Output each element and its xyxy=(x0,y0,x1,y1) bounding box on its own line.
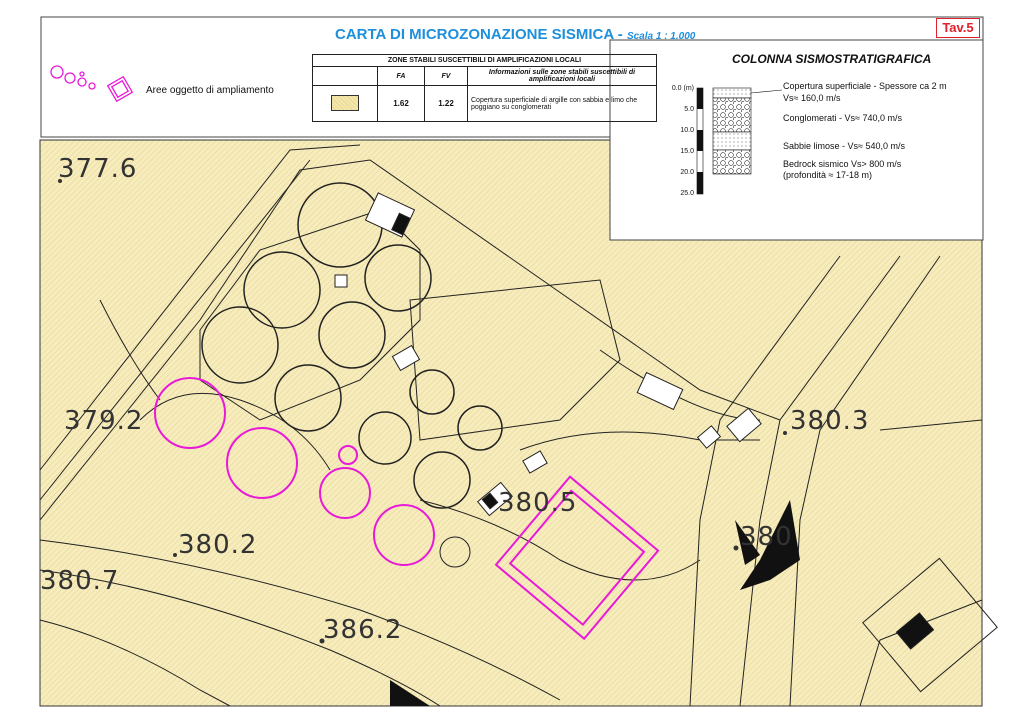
depth-label: 15.0 xyxy=(680,148,694,155)
elevation-label: 380.2 xyxy=(178,530,258,560)
strat-title: COLONNA SISMOSTRATIGRAFICA xyxy=(732,52,932,66)
elevation-label: 377.6 xyxy=(58,154,138,184)
zone-description: Copertura superficiale di argille con sa… xyxy=(467,85,657,122)
layer-silty-sands: Sabbie limose - Vs≈ 540,0 m/s xyxy=(783,141,905,151)
strat-column xyxy=(696,87,783,195)
zone-swatch xyxy=(331,94,359,111)
road-interchange xyxy=(390,500,800,706)
zone-table-heading: ZONE STABILI SUSCETTIBILI DI AMPLIFICAZI… xyxy=(312,54,657,67)
depth-label: 0.0 (m) xyxy=(671,85,694,92)
layer-cover-vs: Vs≈ 160,0 m/s xyxy=(783,93,841,103)
elevation-label: 379.2 xyxy=(64,406,144,436)
depth-label: 5.0 xyxy=(684,106,694,113)
elevation-label: 386.2 xyxy=(323,615,403,645)
elevation-label: 380.7 xyxy=(40,566,120,596)
layer-bedrock-depth: (profondità ≈ 17-18 m) xyxy=(783,170,872,180)
elevation-points xyxy=(58,179,787,644)
depth-label: 10.0 xyxy=(680,127,694,134)
road-lines xyxy=(39,144,983,707)
expansion-legend-symbol xyxy=(50,65,134,103)
elevation-label: 380.3 xyxy=(790,406,870,436)
tav-badge: Tav.5 xyxy=(936,18,980,38)
map-scale: Scala 1 : 1.000 xyxy=(626,31,696,42)
expansion-areas xyxy=(154,377,660,641)
zone-col-swatch xyxy=(312,66,378,86)
depth-label: 20.0 xyxy=(680,169,694,176)
elevation-label: 380.5 xyxy=(498,488,578,518)
elevation-label: 380 xyxy=(740,522,793,552)
layer-bedrock: Bedrock sismico Vs> 800 m/s xyxy=(783,159,902,169)
layer-cover: Copertura superficiale - Spessore ca 2 m xyxy=(783,81,947,91)
zone-col-info: Informazioni sulle zone stabili suscetti… xyxy=(467,66,657,86)
buildings xyxy=(334,192,998,693)
zone-fv-value: 1.22 xyxy=(424,85,468,122)
zone-col-fa: FA xyxy=(377,66,425,86)
expansion-legend-label: Aree oggetto di ampliamento xyxy=(146,85,274,96)
zone-col-fv: FV xyxy=(424,66,468,86)
zone-fa-value: 1.62 xyxy=(377,85,425,122)
depth-label: 25.0 xyxy=(680,190,694,197)
stratigraphy-panel xyxy=(609,39,984,241)
layer-conglomerates: Conglomerati - Vs≈ 740,0 m/s xyxy=(783,113,902,123)
zone-table: ZONE STABILI SUSCETTIBILI DI AMPLIFICAZI… xyxy=(312,54,657,122)
map-title: CARTA DI MICROZONAZIONE SISMICA - Scala … xyxy=(335,26,696,43)
zone-swatch-cell xyxy=(312,85,378,122)
